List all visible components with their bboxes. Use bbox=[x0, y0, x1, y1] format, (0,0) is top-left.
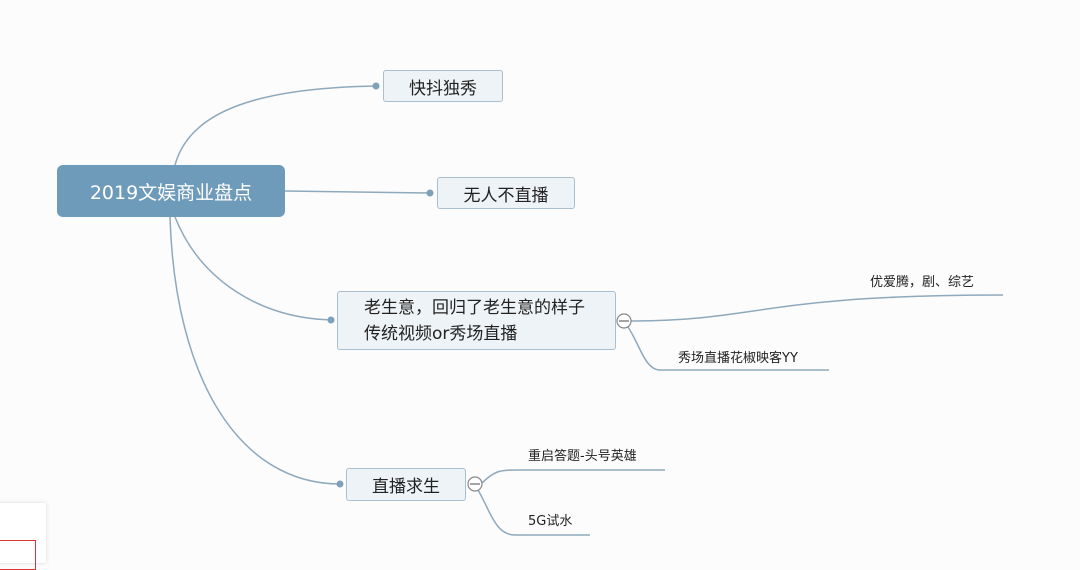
subtopic[interactable]: 秀场直播花椒映客YY bbox=[678, 351, 798, 366]
topic-old-business[interactable]: 老生意，回归了老生意的样子 传统视频or秀场直播 bbox=[337, 291, 616, 350]
root-topic[interactable]: 2019文娱商业盘点 bbox=[57, 165, 285, 217]
subtopic[interactable]: 优爱腾，剧、综艺 bbox=[870, 275, 975, 290]
topic-line: 传统视频or秀场直播 bbox=[364, 323, 518, 344]
topic-line: 老生意，回归了老生意的样子 bbox=[364, 297, 585, 318]
subtopic[interactable]: 重启答题-头号英雄 bbox=[528, 449, 637, 464]
topic-live-streaming[interactable]: 无人不直播 bbox=[437, 177, 575, 209]
connector-lines bbox=[169, 82, 1004, 536]
topic-survival[interactable]: 直播求生 bbox=[346, 468, 466, 501]
topic-kuaidou[interactable]: 快抖独秀 bbox=[383, 70, 503, 102]
partial-window bbox=[0, 503, 46, 570]
red-box bbox=[0, 540, 36, 570]
subtopic[interactable]: 5G试水 bbox=[528, 514, 573, 529]
